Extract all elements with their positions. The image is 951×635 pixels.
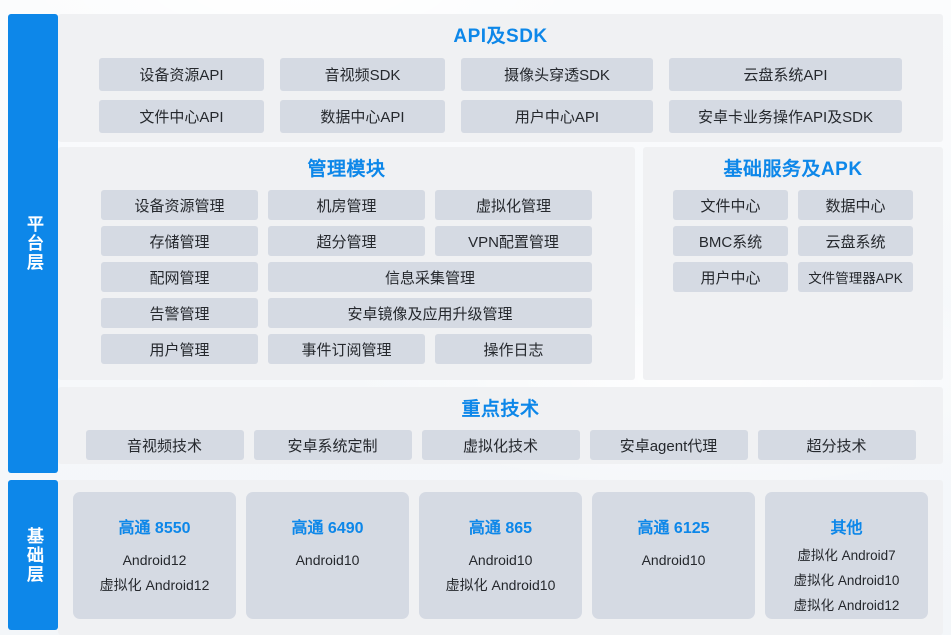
api-sdk-grid: 设备资源API 音视频SDK 摄像头穿透SDK 云盘系统API 文件中心API … [58, 58, 943, 133]
hardware-card-line: Android10 [468, 552, 533, 568]
service-chip[interactable]: BMC系统 [673, 226, 788, 256]
hardware-card-line: 虚拟化 Android12 [99, 577, 210, 593]
management-row: 告警管理 安卓镜像及应用升级管理 [101, 298, 592, 328]
hardware-card-lines: 虚拟化 Android7 虚拟化 Android10 虚拟化 Android12 [794, 544, 900, 614]
hardware-card-lines: Android10 [296, 552, 360, 568]
service-chip[interactable]: 数据中心 [798, 190, 913, 220]
management-chip[interactable]: 超分管理 [268, 226, 425, 256]
service-chip[interactable]: 用户中心 [673, 262, 788, 292]
hardware-card-lines: Android12 虚拟化 Android12 [100, 552, 210, 595]
tech-chip[interactable]: 安卓agent代理 [589, 430, 748, 460]
service-chip[interactable]: 文件管理器APK [798, 262, 913, 292]
section-management-title: 管理模块 [307, 159, 386, 180]
hardware-card-title: 其他 [830, 520, 863, 537]
base-services-grid: 文件中心 数据中心 BMC系统 云盘系统 用户中心 文件管理器APK [643, 190, 943, 292]
layer-rail-platform-label: 平台层 [24, 215, 44, 272]
section-api-sdk-title: API及SDK [453, 26, 548, 47]
management-row: 存储管理 超分管理 VPN配置管理 [101, 226, 592, 256]
hardware-card-line: 虚拟化 Android10 [793, 573, 900, 588]
api-chip[interactable]: 设备资源API [99, 58, 264, 91]
layer-rail-base: 基础层 [8, 480, 58, 630]
hardware-card[interactable]: 高通 8550 Android12 虚拟化 Android12 [73, 492, 236, 619]
section-hardware: 高通 8550 Android12 虚拟化 Android12 高通 6490 … [58, 480, 943, 635]
hardware-grid: 高通 8550 Android12 虚拟化 Android12 高通 6490 … [58, 492, 943, 619]
management-chip[interactable]: 告警管理 [101, 298, 258, 328]
hardware-card-title: 高通 8550 [118, 520, 191, 537]
hardware-card-line: 虚拟化 Android7 [797, 548, 896, 563]
section-base-services-title: 基础服务及APK [723, 159, 863, 180]
key-technologies-grid: 音视频技术 安卓系统定制 虚拟化技术 安卓agent代理 超分技术 [58, 430, 943, 460]
management-chip[interactable]: 安卓镜像及应用升级管理 [268, 298, 592, 328]
hardware-card-lines: Android10 虚拟化 Android10 [446, 552, 556, 595]
hardware-card-line: Android10 [641, 552, 706, 568]
management-rows: 设备资源管理 机房管理 虚拟化管理 存储管理 超分管理 VPN配置管理 配网管理… [58, 190, 635, 364]
layer-rail-platform: 平台层 [8, 14, 58, 473]
management-chip[interactable]: 虚拟化管理 [435, 190, 592, 220]
section-api-sdk: API及SDK 设备资源API 音视频SDK 摄像头穿透SDK 云盘系统API … [58, 14, 943, 142]
api-chip[interactable]: 用户中心API [461, 100, 653, 133]
hardware-card[interactable]: 其他 虚拟化 Android7 虚拟化 Android10 虚拟化 Androi… [765, 492, 928, 619]
management-chip[interactable]: 设备资源管理 [101, 190, 258, 220]
hardware-card-title: 高通 6125 [637, 520, 710, 537]
hardware-card[interactable]: 高通 6125 Android10 [592, 492, 755, 619]
management-row: 配网管理 信息采集管理 [101, 262, 592, 292]
management-chip[interactable]: 机房管理 [268, 190, 425, 220]
hardware-card-line: 虚拟化 Android12 [793, 598, 900, 613]
tech-chip[interactable]: 安卓系统定制 [253, 430, 412, 460]
hardware-card-line: 虚拟化 Android10 [445, 577, 556, 593]
management-chip[interactable]: 事件订阅管理 [268, 334, 425, 364]
api-chip[interactable]: 云盘系统API [669, 58, 902, 91]
management-row: 用户管理 事件订阅管理 操作日志 [101, 334, 592, 364]
management-chip[interactable]: VPN配置管理 [435, 226, 592, 256]
management-chip[interactable]: 操作日志 [435, 334, 592, 364]
hardware-card-line: Android12 [122, 552, 187, 568]
tech-chip[interactable]: 音视频技术 [85, 430, 244, 460]
section-key-technologies-title: 重点技术 [461, 399, 540, 420]
hardware-card-title: 高通 6490 [291, 520, 364, 537]
section-management-module: 管理模块 设备资源管理 机房管理 虚拟化管理 存储管理 超分管理 VPN配置管理… [58, 147, 635, 380]
management-row: 设备资源管理 机房管理 虚拟化管理 [101, 190, 592, 220]
management-chip[interactable]: 用户管理 [101, 334, 258, 364]
hardware-card[interactable]: 高通 6490 Android10 [246, 492, 409, 619]
tech-chip[interactable]: 虚拟化技术 [421, 430, 580, 460]
api-chip[interactable]: 音视频SDK [280, 58, 445, 91]
hardware-card-title: 高通 865 [468, 520, 533, 537]
layer-rail-base-label: 基础层 [24, 526, 44, 584]
service-chip[interactable]: 文件中心 [673, 190, 788, 220]
hardware-card[interactable]: 高通 865 Android10 虚拟化 Android10 [419, 492, 582, 619]
api-chip[interactable]: 文件中心API [99, 100, 264, 133]
hardware-card-line: Android10 [295, 552, 360, 568]
hardware-card-lines: Android10 [642, 552, 706, 568]
section-base-services: 基础服务及APK 文件中心 数据中心 BMC系统 云盘系统 用户中心 文件管理器… [643, 147, 943, 380]
api-chip[interactable]: 数据中心API [280, 100, 445, 133]
management-chip[interactable]: 配网管理 [101, 262, 258, 292]
section-key-technologies: 重点技术 音视频技术 安卓系统定制 虚拟化技术 安卓agent代理 超分技术 [58, 387, 943, 464]
service-chip[interactable]: 云盘系统 [798, 226, 913, 256]
api-chip[interactable]: 摄像头穿透SDK [461, 58, 653, 91]
api-chip[interactable]: 安卓卡业务操作API及SDK [669, 100, 902, 133]
management-chip[interactable]: 信息采集管理 [268, 262, 592, 292]
management-chip[interactable]: 存储管理 [101, 226, 258, 256]
tech-chip[interactable]: 超分技术 [757, 430, 916, 460]
